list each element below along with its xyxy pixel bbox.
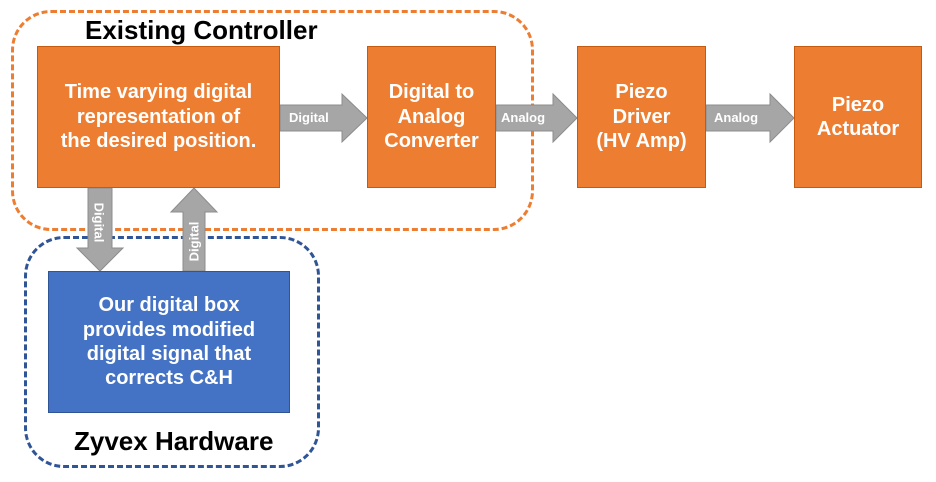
- time-varying-representation-block: Time varying digital representation of t…: [37, 46, 280, 188]
- arrow-label-time-to-dac: Digital: [289, 110, 329, 125]
- existing-controller-title: Existing Controller: [85, 15, 318, 45]
- piezo-driver-block: Piezo Driver (HV Amp): [577, 46, 706, 188]
- arrow-dac-to-driver: [495, 92, 578, 144]
- digital-box-block: Our digital box provides modified digita…: [48, 271, 290, 413]
- piezo-actuator-block: Piezo Actuator: [794, 46, 922, 188]
- arrow-label-box-to-controller: Digital: [186, 221, 202, 262]
- arrow-label-dac-to-driver: Analog: [501, 110, 546, 125]
- arrow-label-driver-to-actuator: Analog: [714, 110, 759, 125]
- arrow-box-to-controller: [169, 187, 219, 272]
- dac-block: Digital to Analog Converter: [367, 46, 496, 188]
- zyvex-hardware-group: [24, 236, 320, 468]
- arrow-controller-to-box: [75, 187, 125, 272]
- zyvex-hardware-title: Zyvex Hardware: [74, 426, 274, 456]
- arrow-time-to-dac: [279, 92, 368, 144]
- arrow-driver-to-actuator: [705, 92, 795, 144]
- arrow-label-controller-to-box: Digital: [91, 202, 107, 243]
